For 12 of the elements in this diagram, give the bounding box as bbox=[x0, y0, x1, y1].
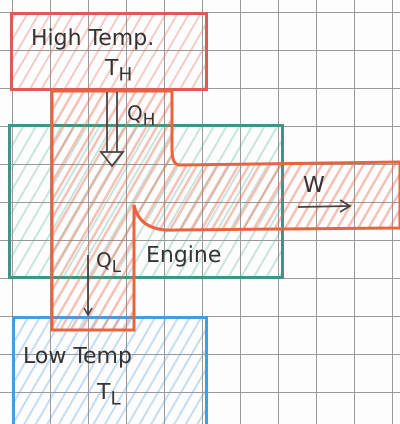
edge-label: Q$_{L}$ bbox=[96, 250, 122, 276]
heat-reservoir-box bbox=[10, 12, 208, 91]
temperature-symbol: T$_{H}$ bbox=[105, 58, 132, 85]
arrow bbox=[99, 91, 125, 168]
node-title: Low Temp bbox=[23, 346, 132, 368]
temperature-symbol: T$_{L}$ bbox=[97, 382, 121, 409]
cold-reservoir-box bbox=[12, 316, 208, 424]
node-title: High Temp. bbox=[31, 28, 154, 50]
arrow bbox=[83, 255, 93, 316]
node-title: Engine bbox=[146, 245, 222, 267]
edge-label: Q$_{H}$ bbox=[127, 103, 156, 129]
work-label: W bbox=[303, 175, 325, 197]
